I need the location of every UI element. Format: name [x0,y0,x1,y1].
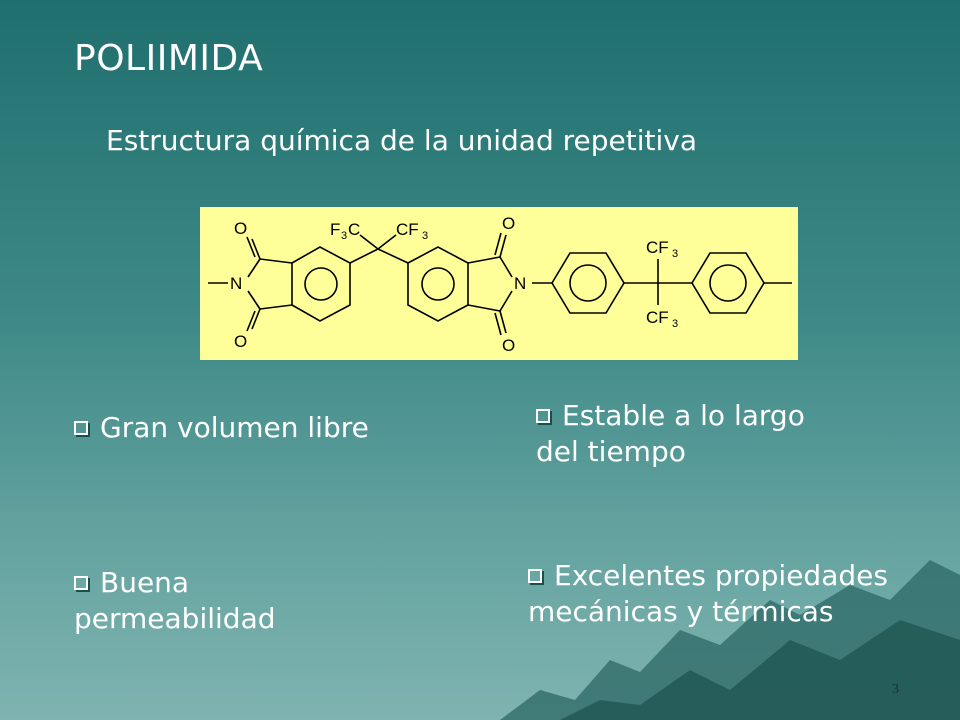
bullet-text: Excelentes propiedades mecánicas y térmi… [528,559,888,628]
checkbox-bullet-icon [536,409,550,423]
atom-cf3-upper: CF [646,238,669,257]
atom-o-right-bottom: O [502,336,515,355]
bullet-item: Estable a lo largo del tiempo [536,398,836,470]
page-subtitle: Estructura química de la unidad repetiti… [106,124,697,157]
atom-cf3-top-sub: 3 [422,230,428,242]
bullet-item: Gran volumen libre [74,410,374,446]
bullet-item: Excelentes propiedades mecánicas y térmi… [528,558,958,630]
atom-n-left: N [230,274,242,293]
page-number: 3 [892,682,899,697]
atom-f3c-c: C [348,220,360,239]
bullet-text: Buena permeabilidad [74,566,276,635]
atom-cf3-top: CF [396,220,419,239]
atom-o-left-bottom: O [234,332,247,351]
atom-cf3-lower: CF [646,308,669,327]
atom-cf3-lower-sub: 3 [672,318,678,330]
atom-f3c-sub: 3 [341,230,347,242]
chemical-structure: N O O F 3 C CF 3 O O N CF 3 CF 3 [200,207,798,360]
atom-f3c-f: F [330,220,340,239]
checkbox-bullet-icon [74,421,88,435]
checkbox-bullet-icon [74,576,88,590]
atom-o-left-top: O [234,219,247,238]
bullet-item: Buena permeabilidad [74,565,374,637]
structure-drawing: N O O F 3 C CF 3 O O N CF 3 CF 3 [208,214,792,355]
atom-o-right-top: O [502,214,515,233]
bullet-text: Estable a lo largo del tiempo [536,399,805,468]
checkbox-bullet-icon [528,569,542,583]
bullet-text: Gran volumen libre [100,411,369,444]
page-title: POLIIMIDA [74,38,264,79]
atom-cf3-upper-sub: 3 [672,248,678,260]
atom-n-right: N [514,274,526,293]
